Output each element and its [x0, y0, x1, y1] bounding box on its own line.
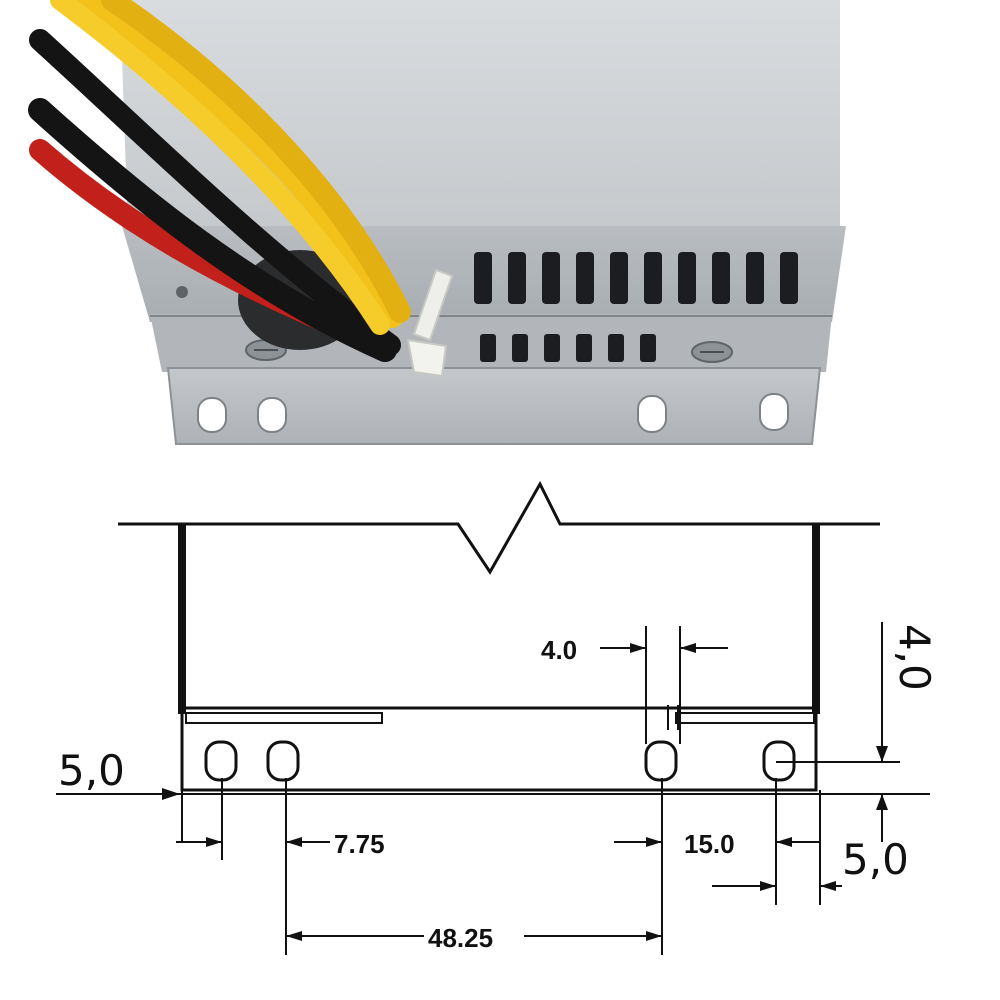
inner-plate-right [675, 712, 815, 724]
vent-slots-upper [474, 252, 798, 304]
cable-bundle [28, 0, 411, 362]
drawing-holes [204, 740, 796, 782]
dim-label-left-offset: 5,0 [58, 746, 125, 795]
bracket-holes [197, 393, 789, 433]
dim-label-right-offset: 5,0 [842, 835, 909, 884]
break-line [118, 480, 880, 575]
screw-right [691, 341, 733, 363]
vent-slots-lower [480, 334, 656, 362]
technical-drawing [56, 480, 930, 955]
zip-tie [406, 268, 454, 378]
bracket-outline [180, 714, 818, 792]
dim-label-center-distance: 48.25 [428, 923, 493, 953]
dim-label-hole-spacing-right: 15.0 [684, 829, 735, 859]
product-photo [28, 0, 846, 445]
dim-label-hole-spacing-left: 7.75 [334, 829, 385, 859]
dim-label-pitch-top: 4.0 [541, 635, 577, 665]
dim-label-height-right: 4,0 [890, 624, 939, 691]
inner-plate-left [185, 712, 383, 724]
small-hole [176, 286, 188, 298]
